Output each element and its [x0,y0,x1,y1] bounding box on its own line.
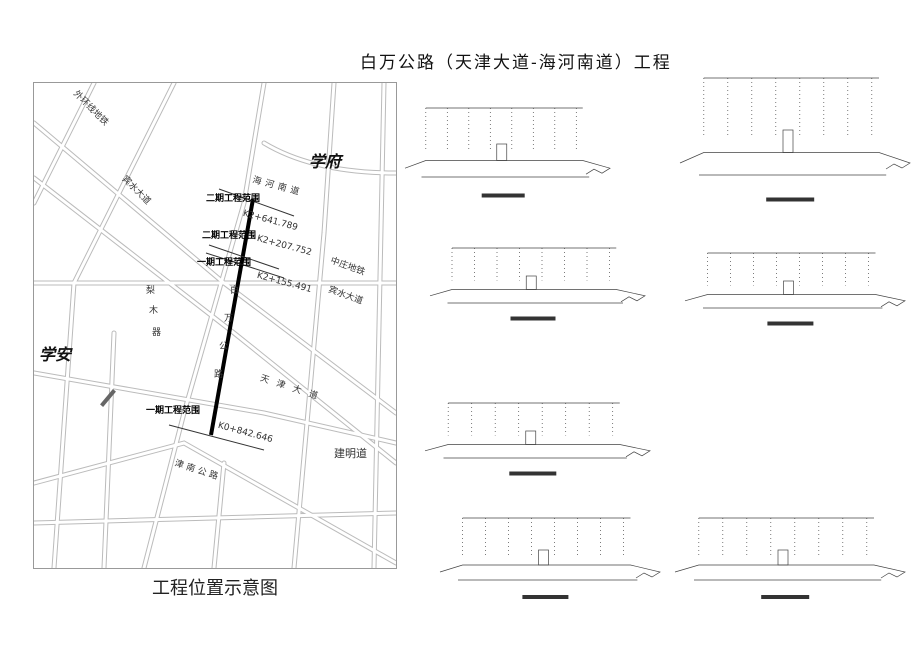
label-li-1: 梨 [146,286,156,296]
cross-section-drawing [679,77,911,202]
map-caption: 工程位置示意图 [152,578,278,599]
label-jianming-road: 建明道 [334,447,367,460]
cross-section-drawing [674,517,906,599]
label-road-v3: 公 [219,342,229,352]
location-map: 外环线地铁 宾水大道 学府 学安 海河南道 二期工程范围 K2+641.789 … [33,82,397,569]
label-road-v2: 万 [224,314,234,324]
label-district-w: 学安 [39,345,72,364]
project-route-line [209,198,255,436]
cross-section-drawing [404,107,611,198]
document-title: 白万公路（天津大道-海河南道）工程 [360,53,672,73]
cross-section-drawing [684,252,906,326]
label-li-2: 木 [149,306,159,316]
label-road-v4: 路 [214,370,224,380]
cross-section-drawing [439,517,661,599]
label-phase1-b: 一期工程范围 [146,406,201,416]
label-phase1-a: 一期工程范围 [197,258,252,268]
label-li-3: 器 [152,328,162,338]
label-district-ne: 学府 [309,152,342,171]
label-phase2-b: 二期工程范围 [202,231,257,241]
cross-section-drawing [429,247,646,321]
label-road-v1: 白 [230,286,240,296]
label-phase2-a: 二期工程范围 [206,194,261,204]
map-road-network [34,83,396,568]
cross-section-drawing [424,402,651,476]
